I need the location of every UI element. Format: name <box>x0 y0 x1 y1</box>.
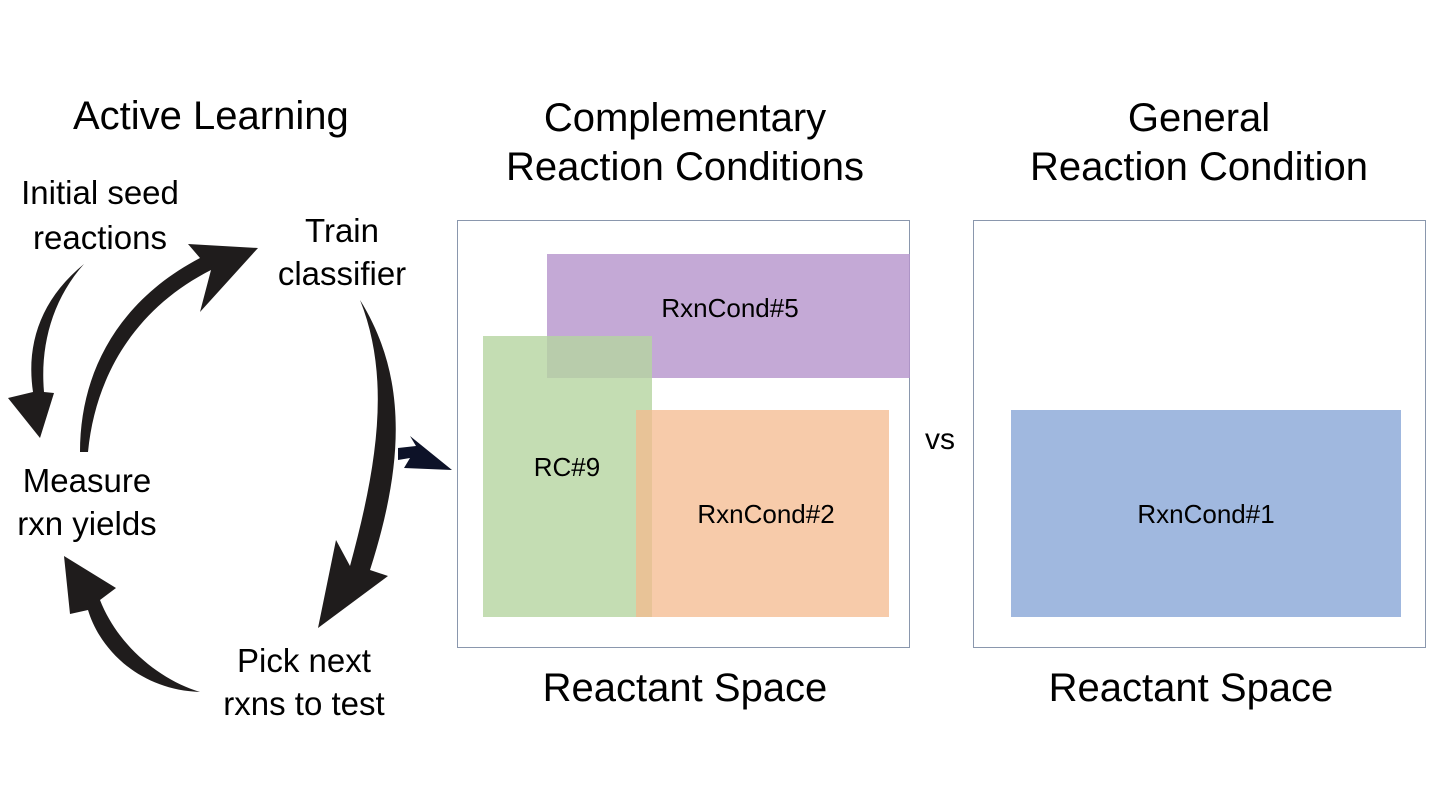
label-rxncond2: RxnCond#2 <box>697 499 835 529</box>
step-seed-line2: reactions <box>33 219 167 256</box>
label-rc9: RC#9 <box>533 452 601 482</box>
label-rxncond5: RxnCond#5 <box>661 293 799 323</box>
step-seed-line1: Initial seed <box>21 174 179 211</box>
complementary-title-line1: Complementary <box>543 96 827 140</box>
arrow-measure-to-train <box>80 244 258 452</box>
general-title-line2: Reaction Condition <box>1030 145 1368 189</box>
active-learning-title: Active Learning <box>73 94 349 138</box>
arrow-to-complementary <box>398 436 452 470</box>
complementary-axis-label: Reactant Space <box>542 666 828 710</box>
vs-label: vs <box>925 423 955 456</box>
step-train-line2: classifier <box>277 255 407 292</box>
step-pick-line2: rxns to test <box>223 685 385 722</box>
region-rc9 <box>483 336 652 617</box>
step-measure-line2: rxn yields <box>17 505 157 542</box>
arrow-train-to-pick <box>318 300 396 628</box>
arrow-seed-to-measure <box>8 264 84 438</box>
complementary-title-line2: Reaction Conditions <box>506 145 864 189</box>
general-axis-label: Reactant Space <box>1048 666 1334 710</box>
arrow-pick-to-measure <box>64 556 200 692</box>
step-pick-line1: Pick next <box>237 642 371 679</box>
general-title-line1: General <box>1127 96 1271 140</box>
region-rxncond1 <box>1011 410 1401 617</box>
step-train-line1: Train <box>305 212 379 249</box>
label-rxncond1: RxnCond#1 <box>1137 499 1275 529</box>
step-measure-line1: Measure <box>22 462 152 499</box>
region-rxncond2 <box>636 410 889 617</box>
